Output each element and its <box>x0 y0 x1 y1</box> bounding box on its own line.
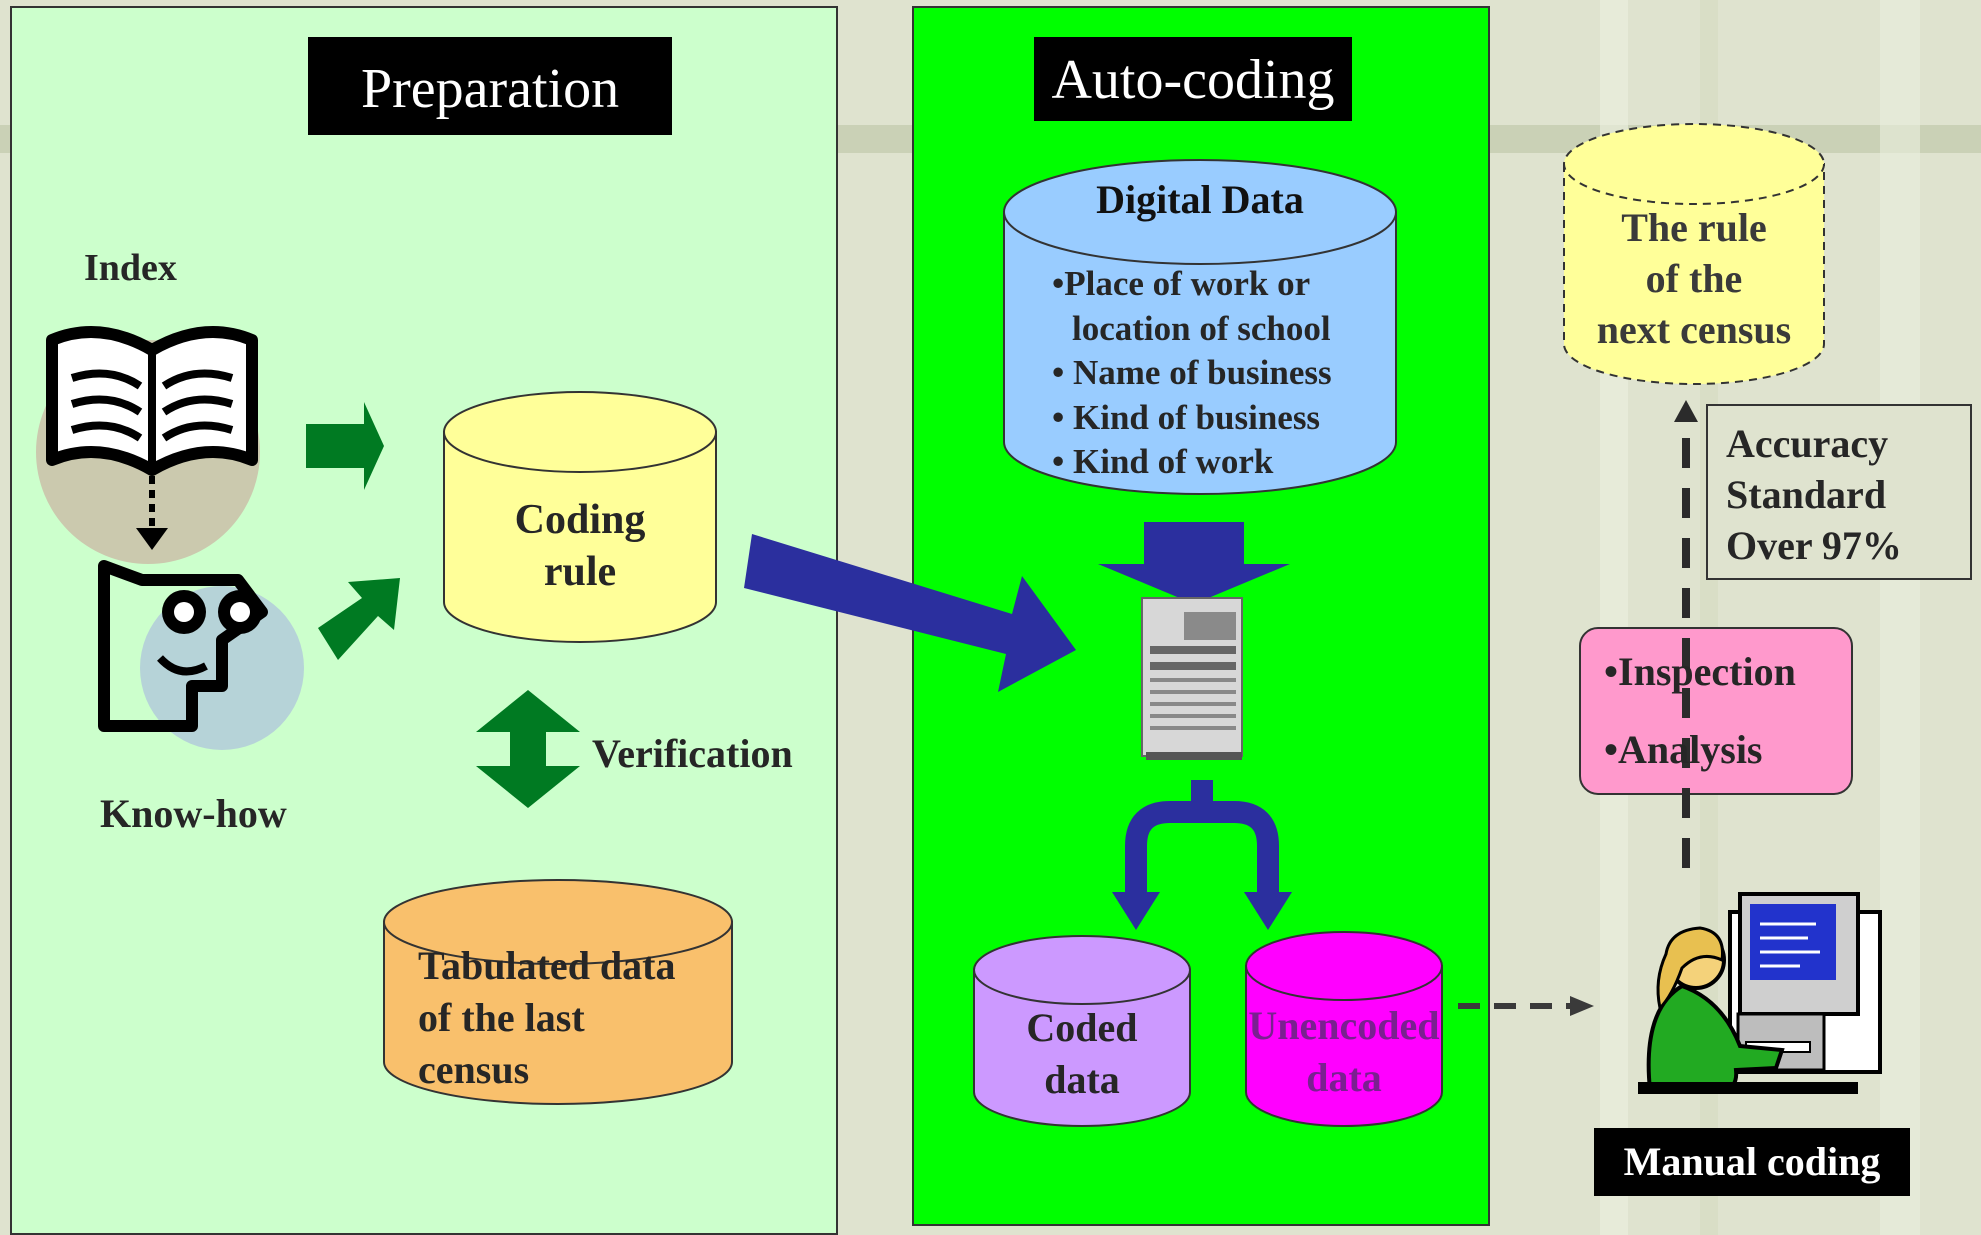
accuracy-label: Accuracy Standard Over 97% <box>1726 418 1902 571</box>
tabulated-line-3: census <box>418 1047 530 1092</box>
knowhow-label: Know-how <box>100 791 287 836</box>
next-census-line-3: next census <box>1596 307 1792 352</box>
unencoded-to-manual-arrow <box>1458 996 1594 1016</box>
autocoding-title: Auto-coding <box>1034 37 1352 121</box>
data-to-server-arrow <box>1098 522 1290 604</box>
book-to-knowhow-arrow <box>136 476 168 550</box>
unencoded-line-1: Unencoded <box>1248 1003 1440 1048</box>
next-census-line-1: The rule <box>1621 205 1767 250</box>
tabulated-line-1: Tabulated data <box>418 943 676 988</box>
inspection-box <box>1579 627 1853 795</box>
green-arrow-from-knowhow <box>318 578 400 660</box>
manual-coding-label: Manual coding <box>1623 1139 1881 1184</box>
coding-rule-cylinder <box>443 391 717 643</box>
inspection-label: •Inspection <box>1604 649 1796 694</box>
accuracy-line-2: Standard <box>1726 472 1887 517</box>
verification-label: Verification <box>592 731 793 776</box>
unencoded-data-cylinder <box>1245 931 1443 1127</box>
next-census-rule-label: The rule of the next census <box>1564 202 1824 355</box>
coding-rule-line-1: Coding <box>514 497 646 543</box>
open-book-icon <box>36 326 260 564</box>
feedback-dashed-arrow <box>1674 400 1698 868</box>
analysis-label: •Analysis <box>1604 727 1763 772</box>
verification-arrow-icon <box>476 690 580 808</box>
tabulated-data-label: Tabulated data of the last census <box>418 940 676 1096</box>
digital-item-1: •Place of work or <box>1052 264 1311 303</box>
coded-line-1: Coded <box>1026 1005 1138 1050</box>
next-census-rule-cylinder <box>1563 123 1825 385</box>
coding-rule-line-2: rule <box>543 549 617 595</box>
index-label: Index <box>84 247 177 289</box>
digital-data-title: Digital Data <box>1096 177 1304 222</box>
next-census-line-2: of the <box>1645 256 1743 301</box>
split-arrow <box>1112 780 1292 930</box>
thinking-face-icon <box>98 560 304 750</box>
digital-item-2: location of school <box>1072 308 1331 348</box>
green-arrow-from-index <box>306 402 384 490</box>
preparation-title: Preparation <box>308 37 672 135</box>
accuracy-box <box>1706 404 1972 580</box>
unencoded-line-2: data <box>1306 1055 1382 1100</box>
tabulated-data-cylinder <box>383 879 733 1105</box>
digital-item-3: • Name of business <box>1052 353 1332 392</box>
server-computer-icon <box>1141 597 1243 760</box>
digital-item-5: • Kind of work <box>1052 442 1274 481</box>
tabulated-line-2: of the last <box>418 995 585 1040</box>
person-at-computer-icon <box>1638 892 1882 1094</box>
coding-rule-to-server-arrow <box>744 534 1076 692</box>
manual-coding-box <box>1594 1128 1910 1196</box>
coded-data-label: Coded data <box>974 1002 1190 1106</box>
accuracy-line-3: Over 97% <box>1726 523 1902 568</box>
digital-item-4: • Kind of business <box>1052 397 1321 437</box>
digital-data-cylinder <box>1003 159 1397 495</box>
accuracy-line-1: Accuracy <box>1726 421 1889 466</box>
digital-data-items: •Place of work or location of school • N… <box>1052 262 1332 485</box>
unencoded-data-label: Unencoded data <box>1236 1000 1452 1104</box>
coding-rule-label: Coding rule <box>470 494 690 598</box>
coded-line-2: data <box>1044 1057 1120 1102</box>
coded-data-cylinder <box>973 935 1191 1127</box>
